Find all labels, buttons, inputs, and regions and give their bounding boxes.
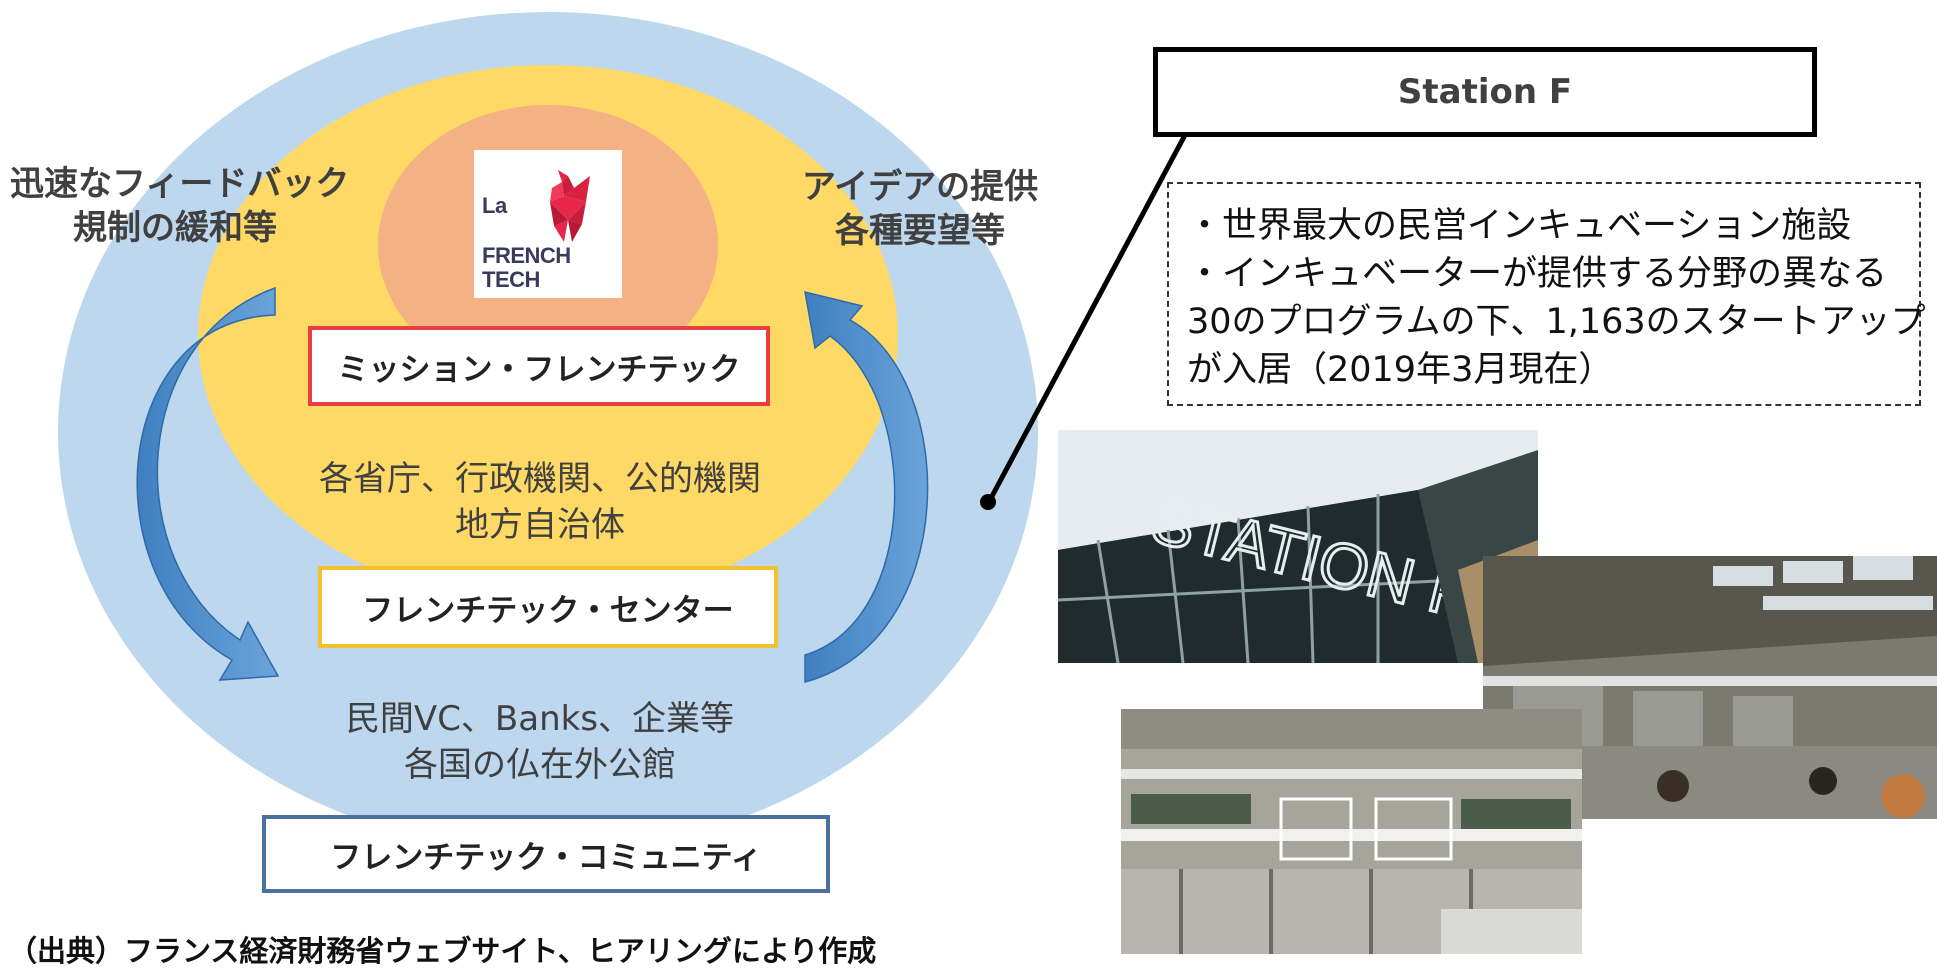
government-agencies-line2: 地方自治体 (455, 505, 625, 545)
rooster-icon (550, 170, 590, 242)
french-tech-community-box: フレンチテック・コミュニティ (262, 815, 830, 893)
logo-text-la: La (482, 193, 507, 218)
station-f-hall-photo (1483, 556, 1937, 819)
interior-photo-art (1121, 709, 1582, 954)
private-sector-line1: 民間VC、Banks、企業等 (345, 699, 735, 739)
right-label-line1: アイデアの提供 (801, 167, 1039, 207)
left-label-line2: 規制の緩和等 (73, 208, 277, 248)
private-sector-text: 民間VC、Banks、企業等 各国の仏在外公館 (280, 696, 800, 788)
source-caption: （出典）フランス経済財務省ウェブサイト、ヒアリングにより作成 (8, 934, 877, 968)
info-line-2: ・インキュベーターが提供する分野の異なる (1187, 254, 1888, 294)
connector-line (987, 133, 1188, 502)
info-line-4: が入居（2019年3月現在） (1187, 350, 1614, 390)
right-label: アイデアの提供 各種要望等 (770, 165, 1070, 253)
station-f-interior-photo (1121, 709, 1582, 954)
connector-dot (980, 494, 996, 510)
station-f-exterior-photo: STATION F (1058, 430, 1538, 663)
left-label-line1: 迅速なフィードバック (10, 164, 350, 204)
french-tech-center-box: フレンチテック・センター (318, 566, 778, 648)
station-f-title: Station F (1153, 47, 1817, 137)
station-f-info-box: ・世界最大の民営インキュベーション施設 ・インキュベーターが提供する分野の異なる… (1167, 182, 1926, 406)
mission-french-tech-box: ミッション・フレンチテック (308, 326, 770, 406)
info-line-1: ・世界最大の民営インキュベーション施設 (1187, 206, 1852, 246)
logo-text-french-tech: FRENCH TECH (482, 243, 571, 292)
private-sector-line2: 各国の仏在外公館 (404, 745, 676, 785)
info-line-3: 30のプログラムの下、1,163のスタートアップ (1187, 302, 1926, 342)
exterior-photo-art: STATION F (1058, 430, 1538, 663)
left-curved-arrow (136, 286, 280, 681)
right-curved-arrow (804, 290, 929, 683)
right-label-line2: 各種要望等 (835, 211, 1005, 251)
french-tech-logo: La FRENCH TECH (474, 150, 622, 298)
government-agencies-text: 各省庁、行政機関、公的機関 地方自治体 (280, 456, 800, 548)
left-label: 迅速なフィードバック 規制の緩和等 (10, 162, 350, 250)
hall-photo-art (1483, 556, 1937, 819)
government-agencies-line1: 各省庁、行政機関、公的機関 (319, 459, 761, 499)
